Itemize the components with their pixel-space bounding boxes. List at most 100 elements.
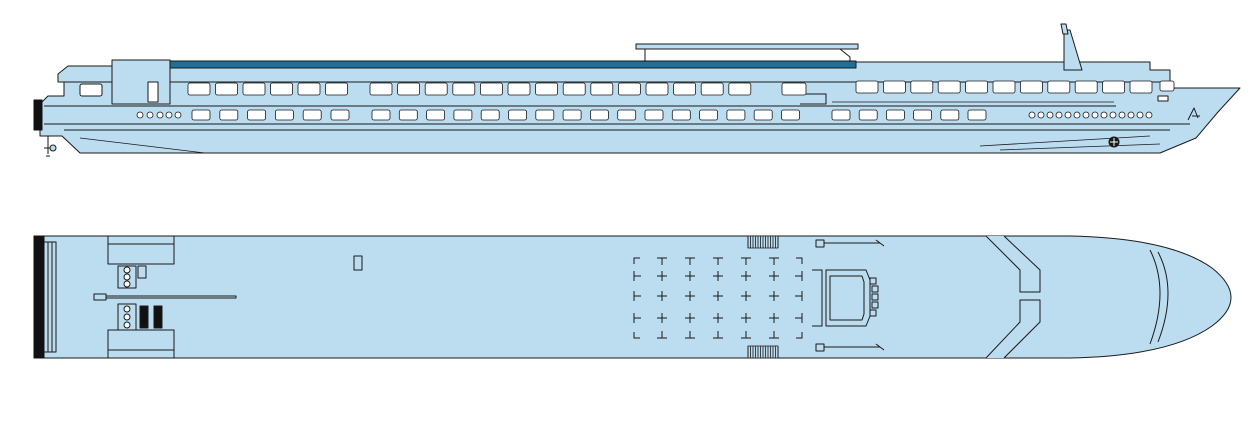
deck-plan-view [33, 235, 1232, 359]
lower-window [886, 109, 905, 121]
porthole [1145, 111, 1153, 119]
deck-chair-marker [713, 331, 723, 339]
porthole [136, 111, 144, 119]
upper-window [992, 80, 1016, 94]
lower-window [508, 109, 527, 121]
porthole [1091, 111, 1099, 119]
lower-window [330, 109, 350, 121]
deck-chair-marker [657, 291, 667, 301]
deck-chair-marker [795, 291, 803, 301]
lower-window [699, 109, 718, 121]
deck-chair-marker [633, 271, 641, 281]
deck-chair-marker [796, 332, 803, 339]
deck-chair-marker [769, 291, 779, 301]
deck-chair-marker [633, 332, 640, 339]
upper-window [215, 82, 238, 96]
upper-window [325, 82, 348, 96]
upper-window [397, 82, 421, 96]
deck-chair-marker [741, 257, 751, 265]
lower-window [967, 109, 987, 121]
deck-chair-marker [633, 291, 641, 301]
upper-window [507, 82, 531, 96]
deck-chair-marker [657, 313, 667, 323]
porthole [146, 111, 154, 119]
deck-chair-marker [657, 257, 667, 265]
lower-window [617, 109, 637, 121]
upper-window [937, 80, 961, 94]
porthole [1100, 111, 1108, 119]
lower-window [753, 109, 773, 121]
wheelhouse-top [107, 235, 175, 265]
forward-structure [985, 235, 1041, 293]
lower-window [247, 109, 267, 121]
upper-window [369, 82, 393, 96]
upper-window [187, 82, 211, 96]
porthole [1073, 111, 1081, 119]
lower-window [398, 109, 418, 121]
upper-window [965, 80, 988, 94]
upper-window [1102, 80, 1125, 94]
deck-chair-marker [713, 313, 723, 323]
porthole [1055, 111, 1063, 119]
lower-window [781, 109, 800, 121]
lower-window [913, 109, 932, 121]
deck-chair-marker [769, 257, 779, 265]
bridge-console [812, 269, 879, 327]
mast [1063, 29, 1083, 71]
upper-window [590, 82, 614, 96]
upper-window [645, 82, 669, 96]
upper-window [618, 82, 641, 96]
upper-window [855, 80, 879, 94]
upper-window [781, 82, 807, 96]
deck-chair-marker [685, 291, 695, 301]
deck-chair-marker [685, 331, 695, 339]
lower-window [535, 109, 555, 121]
lower-window [671, 109, 691, 121]
deck-chair-marker [685, 271, 695, 281]
upper-window [883, 80, 906, 94]
upper-window [700, 82, 724, 96]
porthole [1109, 111, 1117, 119]
sun-deck-canopy [635, 43, 859, 50]
upper-window [673, 82, 696, 96]
lower-window [371, 109, 391, 121]
upper-window [910, 80, 934, 94]
lower-window [590, 109, 609, 121]
deck-outline [33, 235, 1232, 359]
porthole [1118, 111, 1126, 119]
upper-window [562, 82, 586, 96]
bow-inner-line [1149, 249, 1161, 345]
lower-window [644, 109, 664, 121]
upper-window [535, 82, 558, 96]
upper-window [479, 82, 503, 96]
stern-fittings [117, 265, 163, 331]
deck-chair-marker [685, 257, 695, 265]
propeller-icon [44, 136, 57, 157]
deck-chair-marker [769, 271, 779, 281]
crane-boom [93, 293, 237, 301]
deck-chair-marker [795, 313, 803, 323]
sun-deck-band [169, 60, 857, 69]
deck-chair-marker [713, 291, 723, 301]
sun-deck-furniture [633, 257, 803, 339]
lower-window [219, 109, 239, 121]
deck-chair-marker [633, 257, 640, 264]
wheelhouse [111, 59, 171, 105]
porthole [1082, 111, 1090, 119]
deck-chair-marker [657, 331, 667, 339]
porthole [165, 111, 173, 119]
upper-window [1047, 80, 1071, 94]
upper-window [242, 82, 266, 96]
upper-window [1159, 80, 1175, 92]
upper-window [270, 82, 293, 96]
hull-body [39, 81, 1241, 154]
lower-window [726, 109, 746, 121]
deck-chair-marker [769, 331, 779, 339]
lower-window [274, 109, 294, 121]
porthole [1064, 111, 1072, 119]
deck-chair-marker [795, 271, 803, 281]
porthole [1037, 111, 1045, 119]
lower-window [831, 109, 851, 121]
side-elevation-view [33, 23, 1241, 157]
